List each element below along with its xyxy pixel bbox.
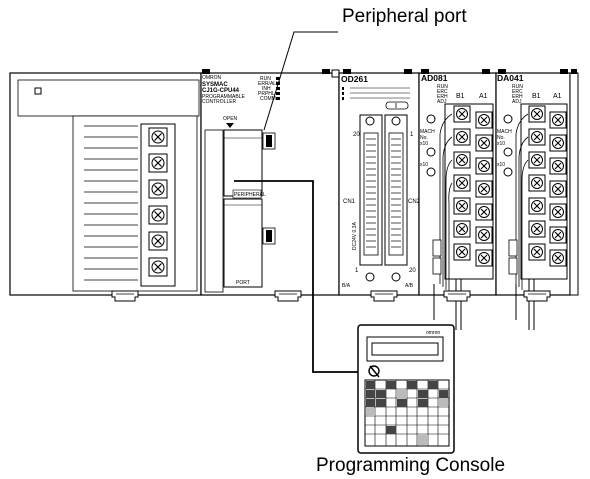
analog-input-unit-ad081: AD081 RUN ERC ERH ADJ B1 A1 MACH No. x10… [419, 69, 496, 330]
io-unit-model: OD261 [341, 74, 368, 84]
ad-unit-model: AD081 [421, 73, 448, 83]
io-bottom-label: A/B [405, 283, 414, 289]
end-cover [570, 69, 578, 295]
power-indicator-icon [35, 88, 41, 94]
programming-console: omron [358, 325, 454, 453]
cpu-unit: OMRON SYSMAC CJ1G-CPU44 PROGRAMMABLE CON… [201, 69, 339, 301]
da-switch-label: x10 [497, 141, 505, 147]
da-column-b-label: B1 [532, 93, 541, 100]
cpu-brand-line: CONTROLLER [202, 99, 237, 105]
peripheral-port-text: PERIPHERAL [234, 192, 266, 198]
peripheral-port[interactable] [224, 199, 262, 287]
da-column-a-label: A1 [553, 93, 562, 100]
da-switch-label: x10 [497, 162, 505, 168]
output-unit-od261: OD261 [339, 69, 421, 301]
power-supply-unit [10, 73, 201, 301]
io-bottom-label: B/A [342, 283, 351, 289]
port-text: PORT [236, 280, 250, 286]
da-indicator-label: ADJ [512, 99, 522, 105]
cpu-brand-line: OMRON [202, 75, 222, 81]
memory-cover [224, 130, 262, 196]
ad-column-b-label: B1 [456, 93, 465, 100]
ad-switch-label: x10 [420, 162, 428, 168]
io-pin-label: 20 [353, 132, 360, 138]
ad-switch-label: x10 [420, 141, 428, 147]
console-display [372, 343, 438, 355]
ad-column-a-label: A1 [479, 93, 488, 100]
console-brand-label: omron [426, 330, 440, 336]
analog-output-unit-da041: DA041 RUN ERC ERH ADJ B1 A1 MACH No. x10… [496, 69, 570, 330]
cover-open-label: OPEN [223, 116, 238, 122]
io-rating-label: DC24V 0.3A [352, 222, 358, 250]
connector-label-cn1: CN1 [343, 199, 356, 205]
io-pin-label: 20 [409, 268, 416, 274]
da-unit-model: DA041 [497, 73, 524, 83]
